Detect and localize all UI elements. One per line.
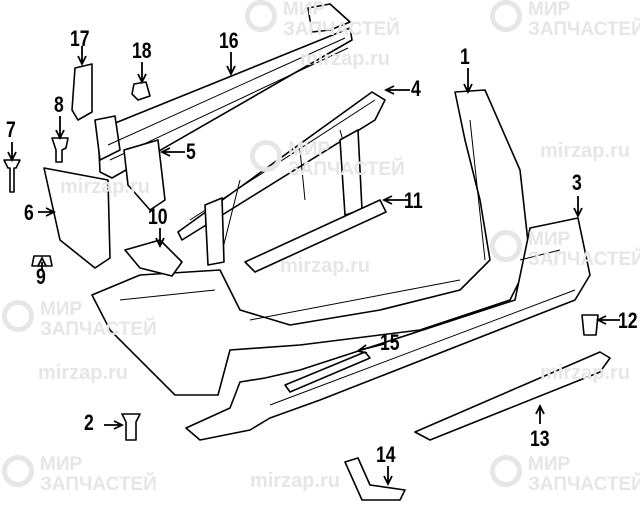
location-pin-icon — [490, 230, 522, 262]
watermark-site: mirzap.ru — [38, 362, 129, 384]
location-pin-icon — [490, 0, 522, 32]
part-2-clip — [121, 413, 141, 441]
callout-2: 2 — [84, 410, 94, 435]
callout-13: 13 — [530, 426, 550, 451]
part-12-clip — [581, 314, 599, 336]
part-13-skid-plate — [414, 351, 611, 441]
watermark-line2: ЗАПЧАСТЕЙ — [40, 474, 157, 495]
watermark-site: mirzap.ru — [60, 176, 151, 198]
callout-17: 17 — [70, 26, 90, 51]
location-pin-icon — [245, 0, 277, 32]
callout-4: 4 — [411, 76, 421, 101]
part-9-nut — [31, 255, 53, 267]
watermark-site: mirzap.ru — [300, 48, 391, 70]
callout-9: 9 — [36, 264, 46, 289]
watermark-line2: ЗАПЧАСТЕЙ — [528, 249, 640, 270]
watermark-line2: ЗАПЧАСТЕЙ — [528, 19, 640, 40]
watermark-line2: ЗАПЧАСТЕЙ — [283, 19, 400, 40]
callout-18: 18 — [132, 38, 152, 63]
part-10-trim — [124, 239, 183, 277]
callout-15: 15 — [380, 330, 400, 355]
watermark-line1: МИР — [528, 229, 571, 250]
part-7-bolt — [3, 159, 21, 193]
callout-7: 7 — [6, 117, 16, 142]
callout-8: 8 — [54, 92, 64, 117]
watermark-site: mirzap.ru — [540, 140, 631, 162]
callout-6: 6 — [24, 200, 34, 225]
part-5-bracket — [123, 139, 166, 211]
callout-16: 16 — [219, 28, 239, 53]
watermark-line1: МИР — [40, 454, 83, 475]
part-8-clip — [51, 137, 69, 163]
callout-10: 10 — [148, 204, 168, 229]
part-17-plate — [71, 63, 93, 121]
location-pin-icon — [250, 140, 282, 172]
callout-3: 3 — [572, 170, 582, 195]
watermark-site: mirzap.ru — [280, 255, 371, 277]
part-15-reflector — [284, 351, 371, 393]
watermark-line2: ЗАПЧАСТЕЙ — [40, 319, 157, 340]
part-11-bracket — [244, 199, 387, 273]
callout-12: 12 — [618, 308, 638, 333]
watermark-line2: ЗАПЧАСТЕЙ — [528, 474, 640, 495]
location-pin-icon — [2, 455, 34, 487]
callout-arrows — [7, 46, 620, 487]
callout-5: 5 — [186, 139, 196, 164]
callout-11: 11 — [404, 188, 423, 213]
watermark-site: mirzap.ru — [540, 362, 631, 384]
callout-14: 14 — [376, 442, 396, 467]
watermark-site: mirzap.ru — [250, 470, 341, 492]
watermark-line2: ЗАПЧАСТЕЙ — [288, 159, 405, 180]
location-pin-icon — [490, 455, 522, 487]
watermark-line1: МИР — [528, 0, 571, 20]
part-16-reinforcement-beam — [94, 3, 353, 179]
callout-1: 1 — [460, 44, 470, 69]
part-4-upper-support — [177, 91, 386, 266]
part-14-bracket — [344, 457, 406, 501]
watermark-line1: МИР — [283, 0, 326, 20]
part-1-bumper-cover — [91, 89, 531, 396]
part-18-nut — [131, 81, 151, 101]
location-pin-icon — [2, 300, 34, 332]
part-6-bracket — [43, 167, 111, 269]
watermark-line1: МИР — [528, 454, 571, 475]
watermark-line1: МИР — [40, 299, 83, 320]
watermark-line1: МИР — [288, 139, 331, 160]
